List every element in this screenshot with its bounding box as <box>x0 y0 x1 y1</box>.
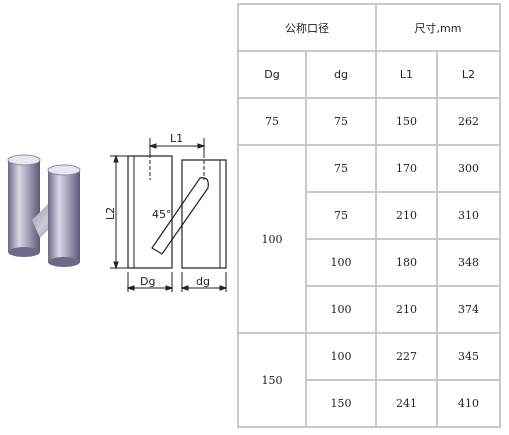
cell-l2: 410 <box>438 381 499 426</box>
table-row: 100 210 374 <box>239 287 499 332</box>
cell-l2: 348 <box>438 240 499 285</box>
header-nominal-diameter: 公称口径 <box>239 5 375 50</box>
cell-dg-branch: 75 <box>307 99 375 144</box>
dim-l2-label: L2 <box>104 207 117 220</box>
col-header-l1: L1 <box>377 52 436 97</box>
dimension-drawing: L1 L2 45° Dg dg <box>104 132 228 292</box>
cell-dg-main: 75 <box>239 99 305 144</box>
cell-l1: 150 <box>377 99 436 144</box>
table-row: 150 100 227 345 <box>239 334 499 426</box>
cell-l2: 300 <box>438 146 499 191</box>
cell-dg-branch: 75 <box>307 193 375 238</box>
table-row: 150 241 410 <box>239 381 499 426</box>
cell-l2: 262 <box>438 99 499 144</box>
cell-l1: 180 <box>377 240 436 285</box>
cell-dg-branch: 100 <box>307 287 375 332</box>
cell-l1: 227 <box>377 334 436 379</box>
col-header-dg-branch: dg <box>307 52 375 97</box>
cell-l1: 210 <box>377 287 436 332</box>
col-header-l2: L2 <box>438 52 499 97</box>
dimension-table: 公称口径 尺寸,mm Dg dg L1 L2 75 75 150 262 100… <box>237 3 501 428</box>
cell-dg-branch: 150 <box>307 381 375 426</box>
dim-dg-main-label: Dg <box>140 275 155 288</box>
header-size-mm: 尺寸,mm <box>377 5 499 50</box>
left-pipe <box>8 160 40 252</box>
angle-label: 45° <box>152 208 172 221</box>
cell-dg-branch: 100 <box>307 240 375 285</box>
cell-l1: 210 <box>377 193 436 238</box>
cell-dg-branch: 100 <box>307 334 375 379</box>
table-row: 75 210 310 <box>239 193 499 238</box>
table-row: 100 75 170 300 <box>239 146 499 332</box>
cell-dg-branch: 75 <box>307 146 375 191</box>
col-header-dg-main: Dg <box>239 52 305 97</box>
table-row: 75 75 150 262 <box>239 99 499 144</box>
dim-dg-branch-label: dg <box>196 275 210 288</box>
right-pipe <box>48 170 80 262</box>
cell-l2: 310 <box>438 193 499 238</box>
cell-dg-main: 100 <box>239 146 305 332</box>
cell-l1: 241 <box>377 381 436 426</box>
cell-l2: 374 <box>438 287 499 332</box>
wye-fitting-render <box>7 154 81 267</box>
cell-l2: 345 <box>438 334 499 379</box>
cell-dg-main: 150 <box>239 334 305 426</box>
cell-l1: 170 <box>377 146 436 191</box>
table-row: 100 180 348 <box>239 240 499 285</box>
figure-area: L1 L2 45° Dg dg <box>0 0 236 435</box>
dim-l1-label: L1 <box>170 132 183 145</box>
